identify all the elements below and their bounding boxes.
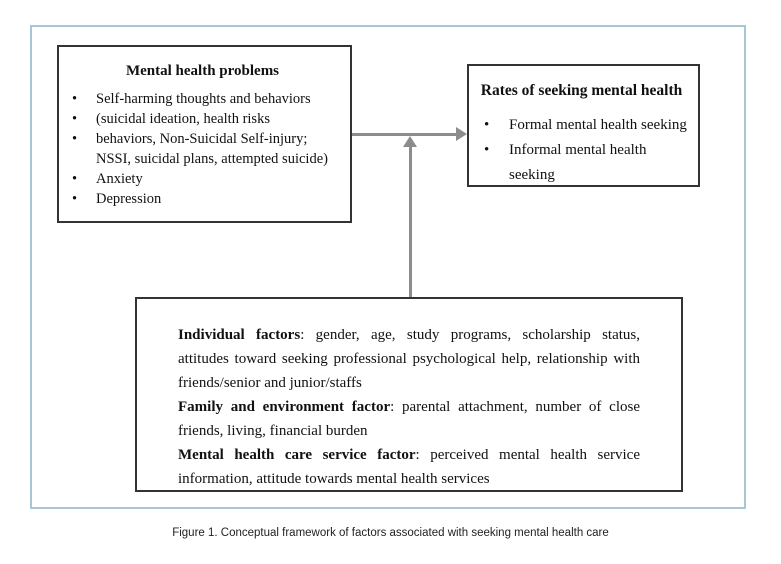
list-item-text: Anxiety — [96, 171, 143, 187]
factor-text: : perceived mental health service inform… — [178, 447, 640, 487]
factor-paragraph-individual: Individual factors: gender, age, study p… — [178, 323, 640, 395]
bullet-icon: • — [72, 111, 78, 127]
bullet-icon: • — [72, 191, 78, 207]
list-item-text: Self-harming thoughts and behaviors — [96, 91, 311, 107]
list-item: • Formal mental health seeking — [469, 113, 694, 138]
list-item: • Anxiety — [59, 169, 346, 189]
list-item-text: Depression — [96, 191, 162, 207]
arrow-factors-to-pathway-line — [409, 147, 412, 297]
list-item: • Informal mental health seeking — [469, 138, 694, 188]
factor-label: Family and environment factor — [178, 399, 391, 415]
box-factors: Individual factors: gender, age, study p… — [135, 297, 683, 492]
list-item-text: Informal mental health seeking — [509, 142, 647, 183]
figure-caption: Figure 1. Conceptual framework of factor… — [172, 527, 609, 539]
bullet-icon: • — [484, 117, 490, 133]
factor-label: Mental health care service factor — [178, 447, 416, 463]
bullet-icon: • — [72, 91, 78, 107]
list-item-text: (suicidal ideation, health risks — [96, 111, 270, 127]
figure-frame: Mental health problems • Self-harming th… — [30, 25, 746, 509]
bullet-icon: • — [72, 171, 78, 187]
arrow-problems-to-rates-head-icon — [456, 127, 467, 141]
box-mental-health-problems: Mental health problems • Self-harming th… — [57, 45, 352, 223]
list-item: • (suicidal ideation, health risks — [59, 109, 346, 129]
factor-paragraph-service: Mental health care service factor: perce… — [178, 443, 640, 491]
factor-paragraph-family: Family and environment factor: parental … — [178, 395, 640, 443]
box-title-mental-health-problems: Mental health problems — [125, 63, 280, 79]
arrow-factors-to-pathway-head-icon — [403, 136, 417, 147]
list-item-text: behaviors, Non-Suicidal Self-injury; NSS… — [96, 131, 328, 167]
box-title-rates-of-seeking: Rates of seeking mental health — [480, 82, 683, 99]
factor-text: : gender, age, study programs, scholarsh… — [178, 327, 640, 391]
list-item-text: Formal mental health seeking — [509, 117, 687, 133]
list-item: • Depression — [59, 189, 346, 209]
list-item: • behaviors, Non-Suicidal Self-injury; N… — [59, 129, 346, 169]
arrow-problems-to-rates-line — [352, 133, 458, 136]
box-rates-of-seeking: Rates of seeking mental health • Formal … — [467, 64, 700, 187]
factor-text: : parental attachment, number of close f… — [178, 399, 640, 439]
factor-label: Individual factors — [178, 327, 301, 343]
bullet-icon: • — [72, 131, 78, 147]
list-item: • Self-harming thoughts and behaviors — [59, 89, 346, 109]
bullet-icon: • — [484, 142, 490, 158]
